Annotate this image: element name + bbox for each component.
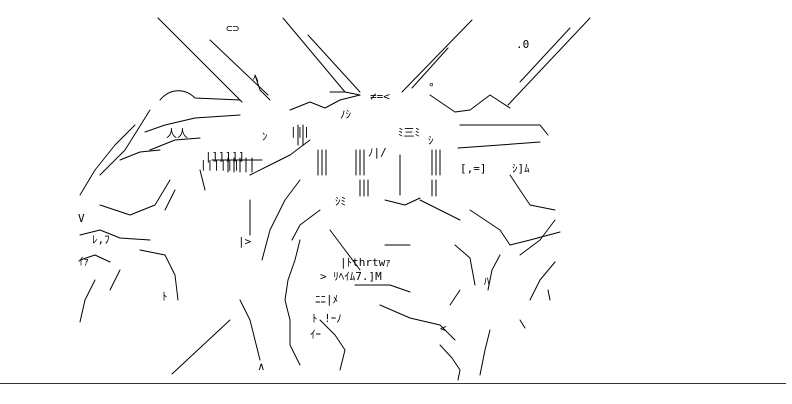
art-fragment: ﾄ xyxy=(162,290,168,303)
ray-lines xyxy=(157,17,591,375)
art-fragment: ||| xyxy=(290,125,310,138)
bottom-rule xyxy=(0,383,786,384)
art-fragment: ﾄ !ｰﾉ xyxy=(312,312,342,325)
art-fragment: ∘ xyxy=(428,78,435,91)
art-fragment: ⊂⊃ xyxy=(226,22,240,35)
art-fragment: ﾆﾆ|ﾒ xyxy=(315,293,338,306)
art-fragment: ﾊ xyxy=(484,275,490,288)
art-fragment: ｼ]ﾑ xyxy=(512,162,530,175)
art-fragment: > ﾘﾍｲﾑ7.]M xyxy=(320,270,382,283)
art-fragment: [,=] xyxy=(460,162,487,175)
art-fragment: |||||| xyxy=(200,158,240,171)
art-fragment: ﾝ xyxy=(262,130,268,143)
art-fragment: ｼﾐ xyxy=(335,195,346,208)
art-fragment: ∧ xyxy=(258,360,265,373)
art-fragment: ｲｧ xyxy=(78,255,89,268)
art-fragment: |> xyxy=(238,235,252,248)
art-fragment: 人人 xyxy=(166,127,188,140)
art-fragment: < xyxy=(440,322,447,335)
art-fragment: ﾉ|/ xyxy=(368,146,387,159)
art-fragment: ｼ xyxy=(428,134,434,147)
art-fragment: ｲｰ xyxy=(310,328,321,341)
art-fragment: .0 xyxy=(516,38,529,51)
art-fragment: |]]]]] xyxy=(205,150,245,163)
art-fragment: V xyxy=(78,212,85,225)
art-fragment: ﾚ,ﾌ xyxy=(92,233,110,246)
figure-strokes xyxy=(79,74,561,381)
art-fragment: ≠=< xyxy=(370,90,390,103)
art-fragment: ﾐ三ﾐ xyxy=(398,126,420,139)
bar-clusters xyxy=(227,124,441,197)
art-fragment: |ﾄthrtwｧ xyxy=(340,256,391,269)
art-fragment: ﾉｼ xyxy=(340,108,351,121)
art-fragment: ﾍ xyxy=(253,72,259,85)
art-text-fragments: ⊂⊃ .0 ﾍ ∘ ≠=< ﾉｼ ﾐ三ﾐ ﾉ|/ ｼ [,=] ｼ]ﾑ ||||… xyxy=(78,22,530,373)
